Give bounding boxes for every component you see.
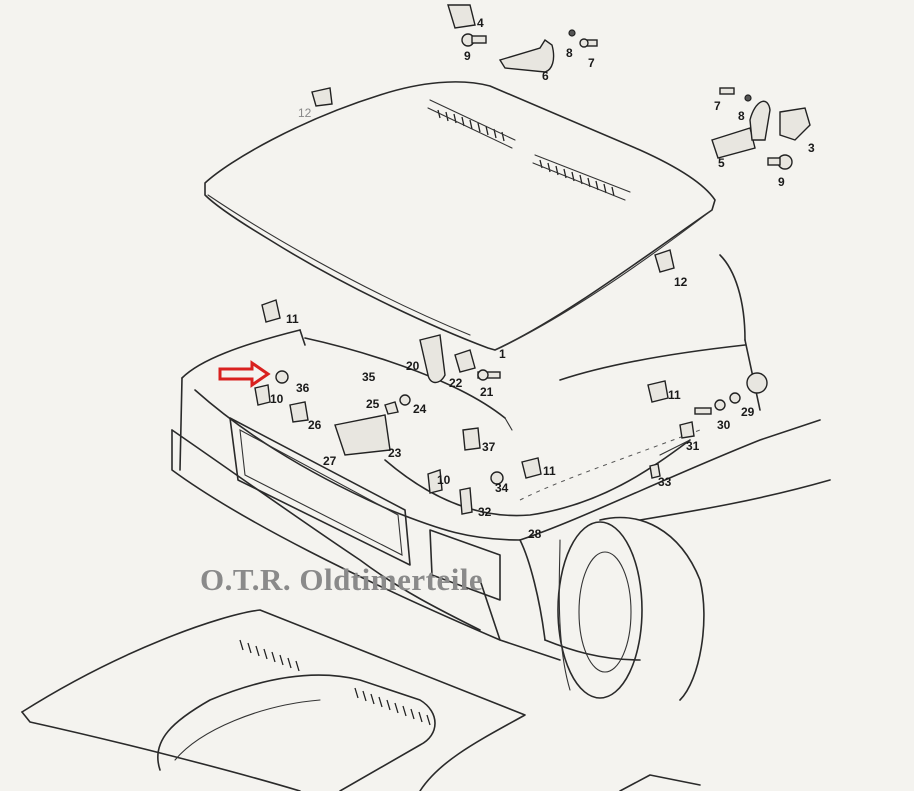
callout-10: 10 [270, 392, 284, 406]
callout-29: 29 [741, 405, 755, 419]
callout-22: 22 [449, 376, 463, 390]
callout-8: 8 [738, 109, 745, 123]
callout-9: 9 [778, 175, 785, 189]
hood-front-vent [427, 99, 516, 149]
hood-rear-vent [532, 154, 631, 201]
callout-7: 7 [714, 99, 721, 113]
latch-parts [254, 334, 768, 515]
callout-21: 21 [480, 385, 494, 399]
callout-5: 5 [718, 156, 725, 170]
callout-11: 11 [543, 464, 556, 478]
red-arrow-right-icon [218, 360, 271, 388]
hinge-left-top [447, 4, 598, 73]
callout-20: 20 [406, 359, 420, 373]
callout-28: 28 [528, 527, 542, 541]
callout-32: 32 [478, 505, 492, 519]
callout-3: 3 [808, 141, 815, 155]
callout-labels: 4 9 6 8 7 12 7 8 3 5 9 12 11 1 20 22 21 … [270, 16, 815, 541]
callout-9: 9 [464, 49, 471, 63]
bumper-stop-parts [261, 87, 675, 479]
callout-12: 12 [298, 106, 312, 120]
callout-10: 10 [437, 473, 451, 487]
watermark-text: O.T.R. Oldtimerteile [200, 562, 484, 597]
hood-panel [204, 81, 716, 351]
callout-23: 23 [388, 446, 402, 460]
callout-6: 6 [542, 69, 549, 83]
callout-35: 35 [362, 370, 376, 384]
callout-26: 26 [308, 418, 322, 432]
hinge-right [711, 87, 811, 170]
front-wheel [557, 521, 643, 699]
hood-prop-rod [304, 337, 506, 419]
callout-34: 34 [495, 481, 509, 495]
callout-24: 24 [413, 402, 427, 416]
callout-25: 25 [366, 397, 380, 411]
callout-1: 1 [499, 347, 506, 361]
callout-33: 33 [658, 475, 672, 489]
car-body-outline [171, 254, 831, 701]
callout-7: 7 [588, 56, 595, 70]
callout-27: 27 [323, 454, 337, 468]
callout-36: 36 [296, 381, 310, 395]
callout-11: 11 [286, 312, 299, 326]
callout-37: 37 [482, 440, 496, 454]
callout-31: 31 [686, 439, 700, 453]
alternate-hood-panel [21, 609, 701, 791]
callout-30: 30 [717, 418, 731, 432]
callout-12: 12 [674, 275, 688, 289]
callout-4: 4 [477, 16, 484, 30]
callout-11: 11 [668, 388, 681, 402]
callout-8: 8 [566, 46, 573, 60]
